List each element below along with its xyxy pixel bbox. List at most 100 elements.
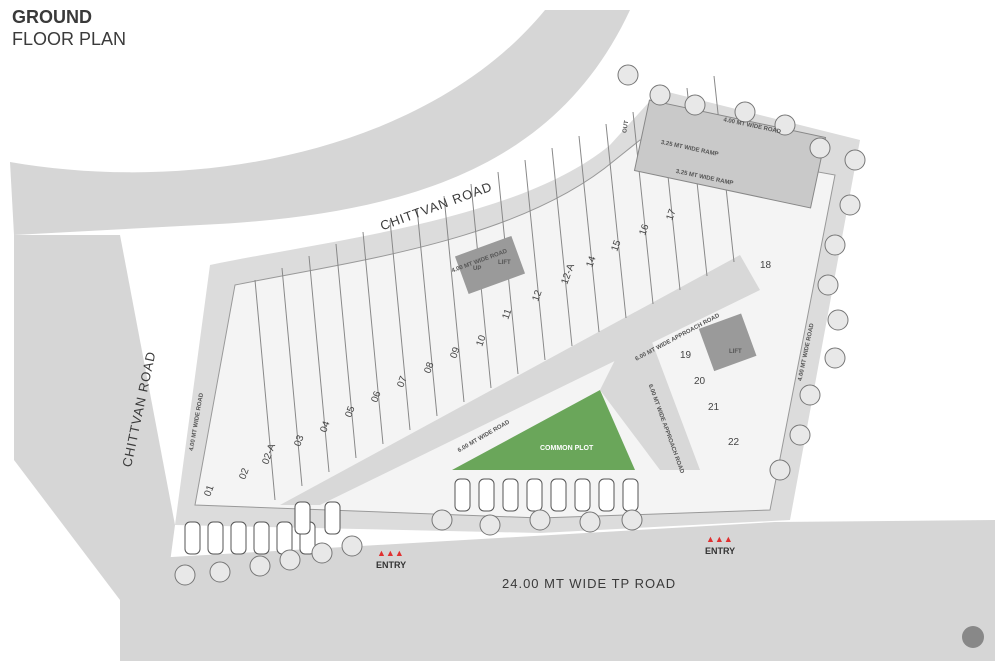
tree-icon xyxy=(824,234,846,256)
tp-road-label: 24.00 MT WIDE TP ROAD xyxy=(502,576,676,591)
entry-marker-right: ▲▲▲ ENTRY xyxy=(705,534,735,556)
trees xyxy=(174,64,866,586)
common-plot xyxy=(452,390,635,470)
shop-label-09: 09 xyxy=(448,345,462,360)
tree-icon xyxy=(249,555,271,577)
shop-label-16: 16 xyxy=(637,222,651,237)
shop-label-10: 10 xyxy=(474,333,488,348)
shop-label-02: 02 xyxy=(237,466,251,481)
tree-icon xyxy=(844,149,866,171)
shop-label-19: 19 xyxy=(680,350,692,361)
parked-car-icon xyxy=(598,478,615,512)
heading-line2: FLOOR PLAN xyxy=(12,29,127,49)
shop-partition xyxy=(308,255,330,473)
svg-text:▲▲▲: ▲▲▲ xyxy=(706,534,733,544)
tree-icon xyxy=(769,459,791,481)
entry-label-left: ENTRY xyxy=(376,560,406,570)
tree-icon xyxy=(479,514,501,536)
shop-label-15: 15 xyxy=(609,238,623,253)
parked-car-icon xyxy=(207,521,224,555)
shop-partition xyxy=(254,279,276,501)
shop-partition xyxy=(578,135,600,333)
shop-label-06: 06 xyxy=(369,389,383,404)
tree-icon xyxy=(827,309,849,331)
up-label: UP xyxy=(473,266,481,272)
common-plot-label: COMMON PLOT xyxy=(540,445,594,452)
parked-car-icon xyxy=(502,478,519,512)
out-label: OUT xyxy=(622,120,630,134)
shop-partition xyxy=(281,267,303,487)
shop-label-11: 11 xyxy=(500,307,514,321)
tree-icon xyxy=(684,94,706,116)
tree-icon xyxy=(341,535,363,557)
shop-label-03: 03 xyxy=(292,433,306,448)
svg-text:▲▲▲: ▲▲▲ xyxy=(377,548,404,558)
parked-car-icon xyxy=(478,478,495,512)
parking-cars xyxy=(184,478,639,555)
tree-icon xyxy=(209,561,231,583)
lift-core-1 xyxy=(454,235,526,295)
shop-label-20: 20 xyxy=(694,376,706,387)
shop-partition xyxy=(632,111,654,305)
tp-road xyxy=(120,520,995,661)
tree-icon xyxy=(174,564,196,586)
plan-heading: GROUND FLOOR PLAN xyxy=(12,6,126,50)
tree-icon xyxy=(649,84,671,106)
shop-partition xyxy=(605,123,627,319)
shop-partition xyxy=(524,159,546,361)
shop-label-12: 12 xyxy=(530,288,544,303)
shop-label-17: 17 xyxy=(664,207,678,222)
shop-partition xyxy=(362,231,384,445)
shop-label-22: 22 xyxy=(728,437,740,448)
parked-car-icon xyxy=(526,478,543,512)
shop-label-07: 07 xyxy=(395,374,409,389)
heading-line1: GROUND xyxy=(12,7,92,27)
lift-label-1: LIFT xyxy=(498,260,511,266)
lift-core-2 xyxy=(698,313,757,372)
chittvan-road-left xyxy=(14,235,175,600)
shop-partition xyxy=(443,195,465,403)
parked-car-icon xyxy=(253,521,270,555)
parked-car-icon xyxy=(454,478,471,512)
tree-icon xyxy=(734,101,756,123)
shop-label-01: 01 xyxy=(202,483,216,498)
entry-label-right: ENTRY xyxy=(705,546,735,556)
chittvan-road-curve xyxy=(10,10,630,235)
tree-icon xyxy=(617,64,639,86)
lift-label-2: LIFT xyxy=(729,349,742,355)
tree-icon xyxy=(529,509,551,531)
parked-car-icon xyxy=(622,478,639,512)
tree-icon xyxy=(824,347,846,369)
tree-icon xyxy=(621,509,643,531)
tree-icon xyxy=(279,549,301,571)
shop-partition xyxy=(551,147,573,347)
tree-icon xyxy=(799,384,821,406)
tree-icon xyxy=(789,424,811,446)
shop-label-04: 04 xyxy=(318,419,332,434)
shop-label-08: 08 xyxy=(422,360,436,375)
parked-car-icon xyxy=(230,521,247,555)
shop-label-14: 14 xyxy=(584,254,598,269)
parked-car-icon xyxy=(184,521,201,555)
shop-label-05: 05 xyxy=(343,404,357,419)
shop-partition xyxy=(416,207,438,417)
north-arrow-icon xyxy=(962,626,984,648)
tree-icon xyxy=(774,114,796,136)
shop-label-21: 21 xyxy=(708,402,720,413)
shop-partition xyxy=(389,219,411,431)
tree-icon xyxy=(431,509,453,531)
tree-icon xyxy=(809,137,831,159)
parked-car-icon xyxy=(324,501,341,535)
parked-car-icon xyxy=(574,478,591,512)
entry-marker-left: ▲▲▲ ENTRY xyxy=(376,548,406,570)
tree-icon xyxy=(839,194,861,216)
parked-car-icon xyxy=(550,478,567,512)
shop-labels: 010202-A0304050607080910111212-A14151617… xyxy=(202,207,771,498)
shop-label-18: 18 xyxy=(760,260,772,271)
tree-icon xyxy=(817,274,839,296)
approach-road xyxy=(600,310,700,470)
shop-partition xyxy=(335,243,357,459)
tree-icon xyxy=(579,511,601,533)
tree-icon xyxy=(311,542,333,564)
